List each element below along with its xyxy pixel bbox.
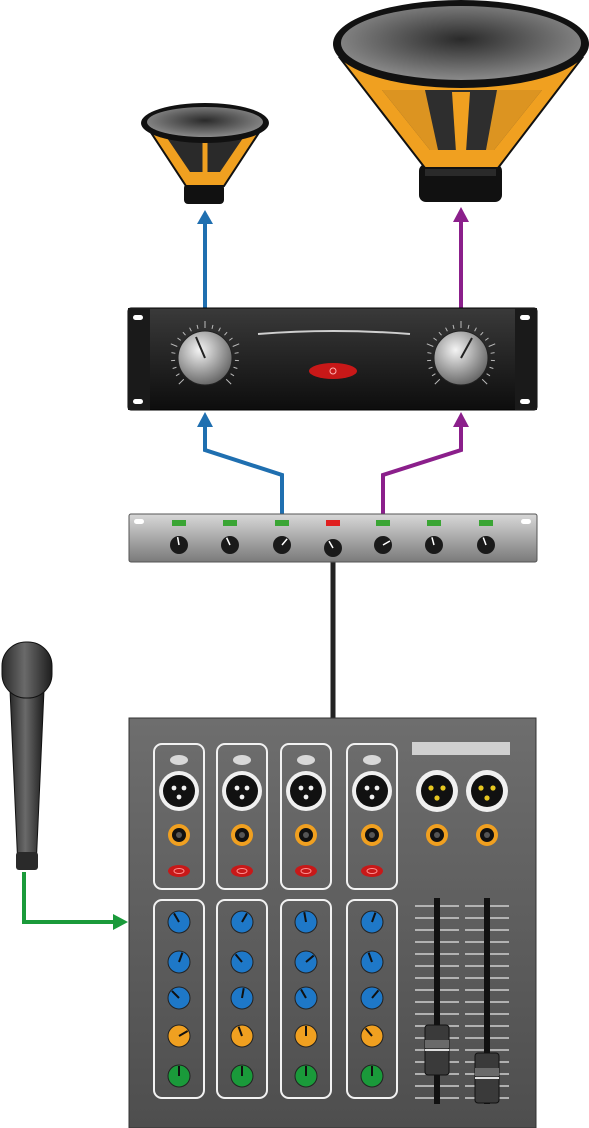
channel-knob-icon (294, 950, 318, 974)
crossover-icon (128, 513, 538, 563)
xlr-input-icon (159, 771, 199, 811)
connections (22, 207, 469, 930)
led-indicator-icon (326, 520, 340, 526)
crossover-knob-icon (324, 539, 342, 557)
channel-knob-icon (167, 1024, 191, 1048)
crossover-knob-icon (221, 536, 239, 554)
channel-knob-icon (230, 910, 254, 934)
amp-to-tweeter-link (197, 210, 213, 308)
arrow-up-icon (197, 210, 213, 224)
led-indicator-icon (427, 520, 441, 526)
crossover-knob-icon (477, 536, 495, 554)
channel-knob-icon (167, 986, 191, 1010)
channel-knob-icon (294, 1024, 318, 1048)
crossover-channel (324, 520, 342, 557)
led-indicator-icon (376, 520, 390, 526)
channel-knob-icon (230, 950, 254, 974)
crossover-knob-icon (273, 536, 291, 554)
mixer-channel-strip (280, 743, 332, 1099)
mixer-channel-strip (216, 743, 268, 1099)
xlr-output-icon (466, 770, 508, 812)
crossover-knob-icon (374, 536, 392, 554)
master-fader-icon (415, 898, 459, 1104)
led-indicator-icon (172, 520, 186, 526)
channel-knob-icon (167, 950, 191, 974)
crossover-to-amp-blue-link (197, 412, 284, 514)
arrow-up-icon (197, 412, 213, 427)
amp-left-knob-icon (170, 321, 240, 386)
channel-knob-icon (360, 1064, 384, 1088)
led-indicator-icon (223, 520, 237, 526)
master-fader-icon (465, 898, 509, 1104)
mixer-channel-strip (153, 743, 205, 1099)
channel-knob-icon (360, 1024, 384, 1048)
channel-knob-icon (167, 910, 191, 934)
channel-knob-icon (230, 1024, 254, 1048)
xlr-input-icon (286, 771, 326, 811)
mixer-channel-strip (346, 743, 398, 1099)
power-led-icon (309, 363, 357, 379)
channel-knob-icon (360, 910, 384, 934)
jack-input-icon (295, 824, 317, 846)
xlr-input-icon (222, 771, 262, 811)
arrow-up-icon (453, 207, 469, 222)
crossover-channel (477, 520, 495, 554)
microphone-icon (1, 641, 53, 870)
clip-led-icon (168, 865, 190, 877)
arrow-up-icon (453, 412, 469, 427)
jack-output-icon (426, 824, 448, 846)
mixer-icon (128, 717, 537, 1128)
channel-knob-icon (230, 986, 254, 1010)
jack-input-icon (361, 824, 383, 846)
channel-knob-icon (294, 910, 318, 934)
clip-led-icon (361, 865, 383, 877)
jack-input-icon (168, 824, 190, 846)
crossover-channel (374, 520, 392, 554)
crossover-channel (170, 520, 188, 554)
small-speaker-icon (141, 103, 269, 204)
crossover-channel (425, 520, 443, 554)
amp-to-woofer-link (453, 207, 469, 308)
channel-knob-icon (360, 986, 384, 1010)
amp-right-knob-icon (426, 321, 496, 386)
channel-knob-icon (294, 1064, 318, 1088)
channel-knob-icon (360, 950, 384, 974)
power-amplifier-icon (127, 307, 538, 411)
jack-output-icon (476, 824, 498, 846)
crossover-to-amp-purple-link (381, 412, 469, 514)
led-indicator-icon (275, 520, 289, 526)
mic-to-mixer-link (22, 872, 128, 930)
clip-led-icon (295, 865, 317, 877)
channel-knob-icon (294, 986, 318, 1010)
arrow-right-icon (113, 914, 128, 930)
clip-led-icon (231, 865, 253, 877)
xlr-output-icon (416, 770, 458, 812)
jack-input-icon (231, 824, 253, 846)
xlr-input-icon (352, 771, 392, 811)
crossover-knob-icon (170, 536, 188, 554)
crossover-knob-icon (425, 536, 443, 554)
crossover-channel (221, 520, 239, 554)
crossover-channel (273, 520, 291, 554)
led-indicator-icon (479, 520, 493, 526)
large-speaker-icon (333, 0, 589, 202)
channel-knob-icon (230, 1064, 254, 1088)
channel-knob-icon (167, 1064, 191, 1088)
